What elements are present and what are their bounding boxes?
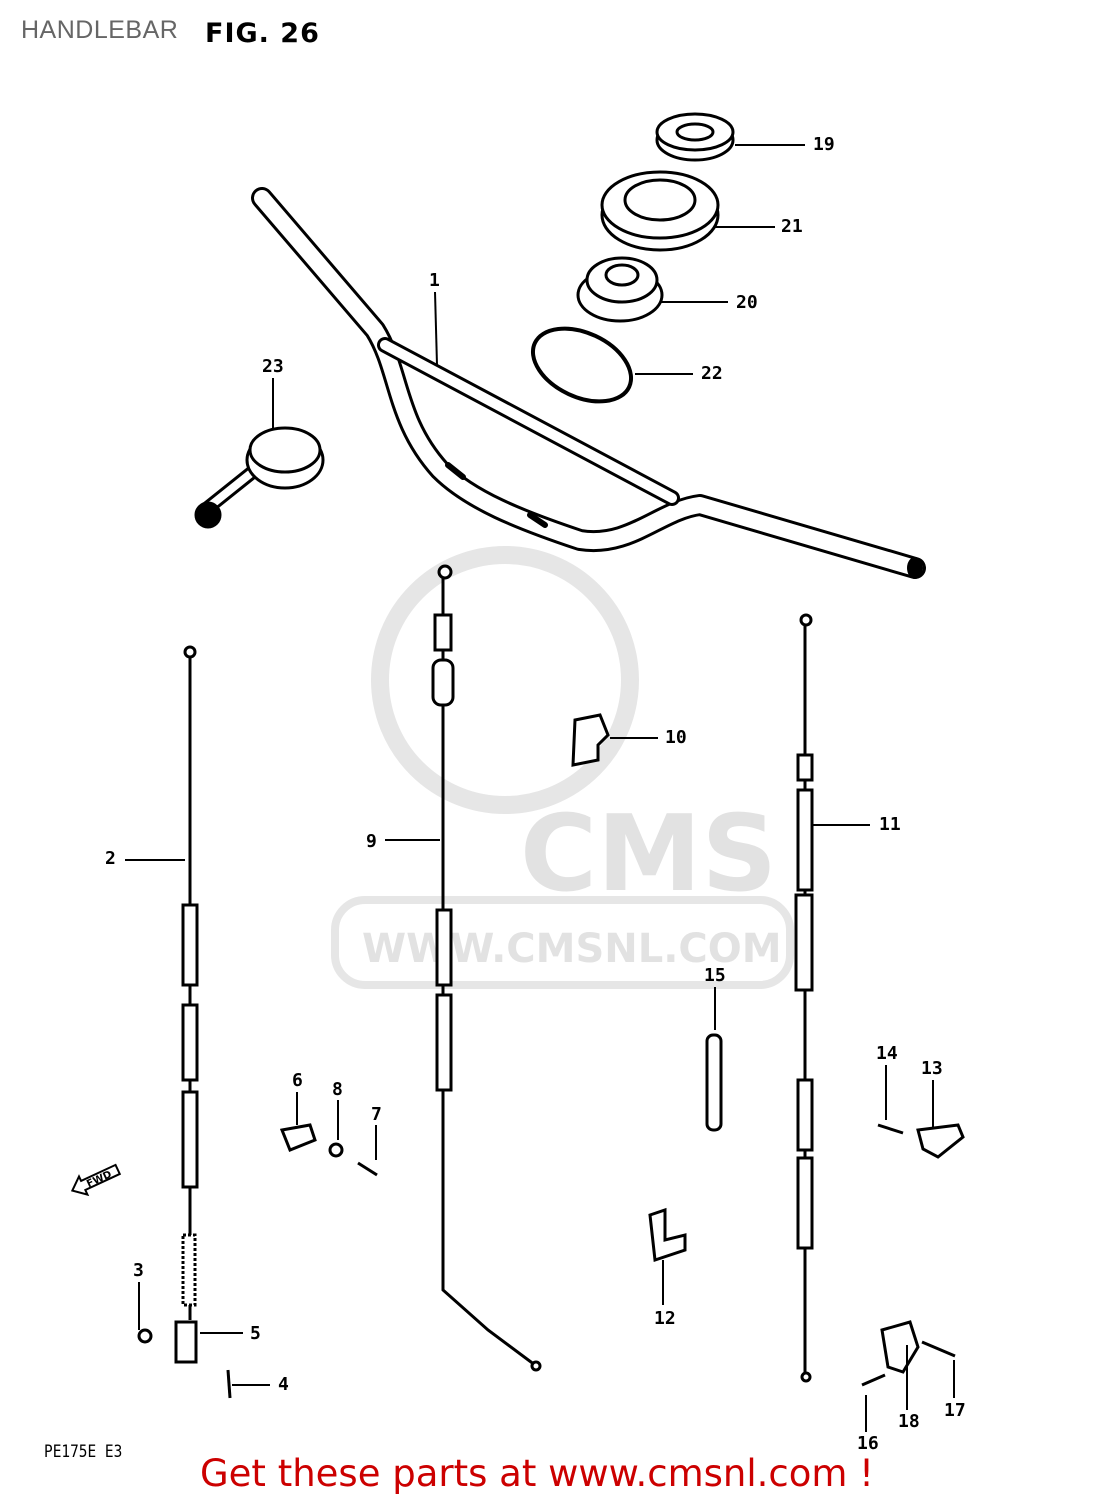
callout-20: 20 [736, 292, 758, 313]
callout-23: 23 [262, 356, 284, 377]
adjuster-part [174, 1320, 198, 1364]
throttle-grip-part [194, 426, 325, 529]
throttle-cable-part [431, 564, 542, 1372]
callout-22: 22 [701, 363, 723, 384]
callout-1: 1 [429, 270, 440, 291]
callout-17: 17 [944, 1400, 966, 1421]
callout-19: 19 [813, 134, 835, 155]
callout-13: 13 [921, 1058, 943, 1079]
watermark-url-text: WWW.CMSNL.COM [362, 926, 782, 972]
callout-3: 3 [133, 1260, 144, 1281]
o-ring-part [530, 326, 634, 404]
watermark-logo-text: CMS [520, 793, 777, 915]
callout-8: 8 [332, 1079, 343, 1100]
steering-nut-part [655, 112, 735, 162]
callout-4: 4 [278, 1374, 289, 1395]
brake-holder-part [880, 1320, 920, 1374]
callouts: 19 21 20 22 1 23 10 11 2 9 15 14 13 6 8 … [105, 134, 966, 1454]
screw-17-part [921, 1340, 956, 1358]
callout-6: 6 [292, 1070, 303, 1091]
screw-part [877, 1123, 904, 1135]
leader-lines [125, 144, 955, 1432]
holder-part [916, 1123, 965, 1159]
callout-15: 15 [704, 965, 726, 986]
brake-cable-part [794, 613, 814, 1383]
promo-link[interactable]: Get these parts at www.cmsnl.com ! [200, 1452, 875, 1495]
model-code: PE175E E3 [44, 1442, 123, 1462]
callout-12: 12 [654, 1308, 676, 1329]
washer-part [137, 1328, 153, 1344]
bearing-part [576, 256, 664, 323]
callout-2: 2 [105, 848, 116, 869]
fwd-arrow-icon: FWD [70, 1163, 122, 1197]
callout-10: 10 [665, 727, 687, 748]
callout-14: 14 [876, 1043, 898, 1064]
callout-11: 11 [879, 814, 901, 835]
clutch-holder-part [279, 1123, 317, 1152]
callout-9: 9 [366, 831, 377, 852]
bolt-16-part [861, 1373, 886, 1387]
handlebar-part [251, 187, 926, 579]
clamp-part [648, 1207, 687, 1263]
callout-5: 5 [250, 1323, 261, 1344]
callout-18: 18 [898, 1411, 920, 1432]
pin-part [226, 1369, 232, 1399]
callout-21: 21 [781, 216, 803, 237]
nut-part [328, 1142, 344, 1158]
clutch-cable-part [181, 645, 199, 1320]
cable-guide-part [571, 713, 610, 767]
callout-7: 7 [371, 1104, 382, 1125]
figure-number: FIG. 26 [205, 18, 320, 49]
switch-part [705, 1033, 723, 1132]
watermark: CMS WWW.CMSNL.COM [331, 546, 794, 989]
bolt-part [357, 1161, 378, 1177]
page-title: HANDLEBAR [21, 16, 179, 44]
callout-16: 16 [857, 1433, 879, 1454]
bearing-cover-part [600, 170, 720, 252]
